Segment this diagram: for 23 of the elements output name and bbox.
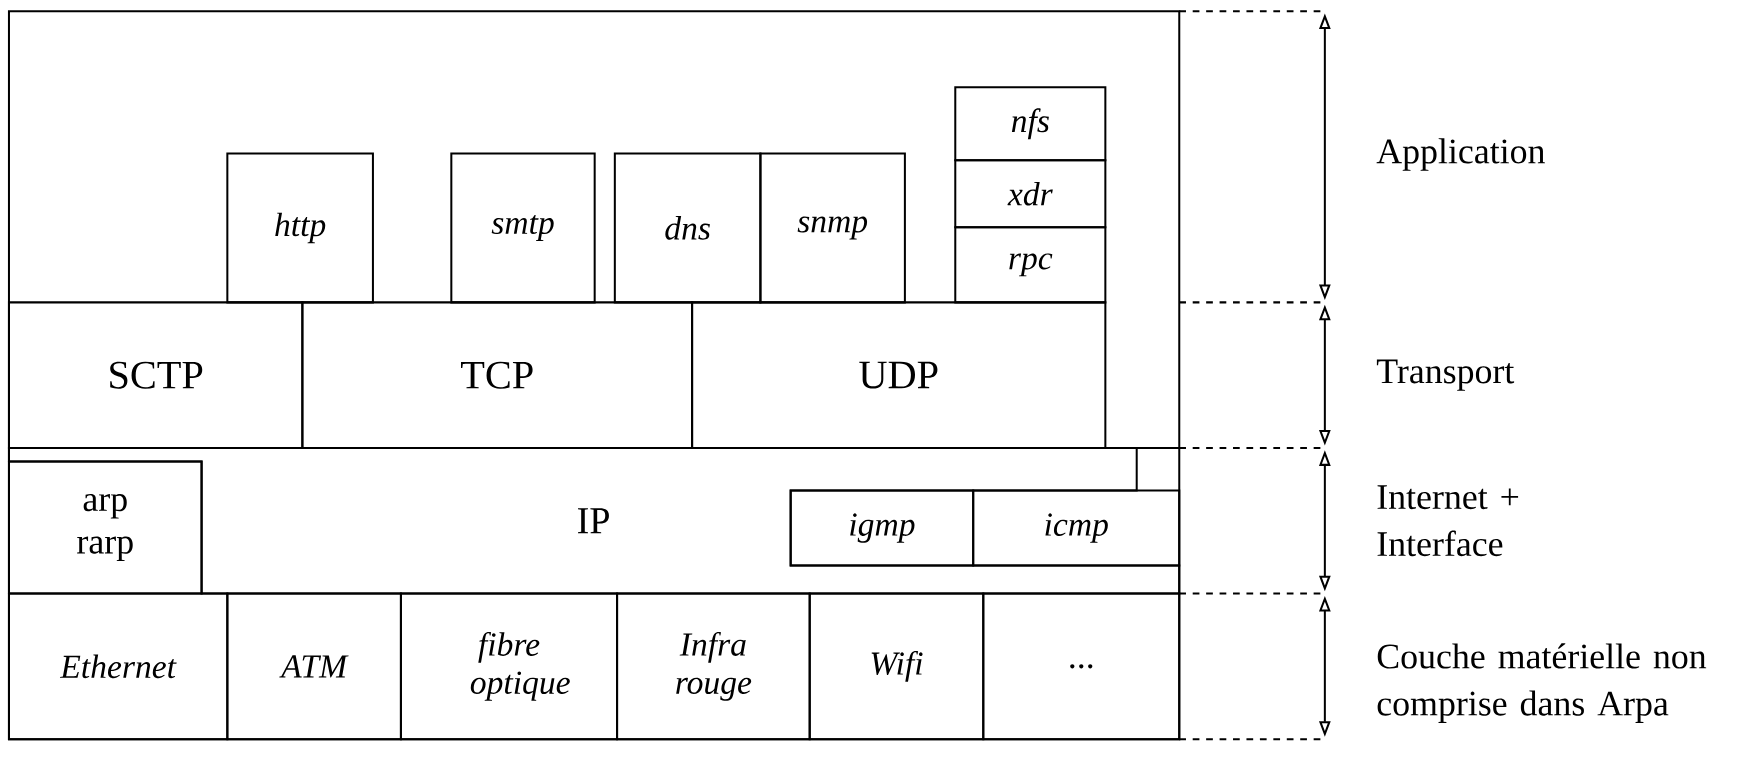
protocol-box: smtp — [450, 152, 596, 304]
protocol-box: snmp — [759, 152, 906, 304]
protocol-box: fibre optique — [399, 592, 619, 741]
protocol-box: ATM — [226, 592, 402, 741]
protocol-box: Wifi — [808, 592, 985, 741]
protocol-box: Ethernet — [7, 592, 229, 741]
protocol-box: xdr — [954, 159, 1107, 229]
protocol-box: TCP — [301, 301, 694, 449]
protocol-box: rpc — [954, 226, 1107, 304]
protocol-box: http — [226, 152, 374, 304]
protocol-box: ... — [982, 592, 1181, 741]
layer-label: Application — [1376, 138, 1545, 171]
protocol-box: UDP — [691, 301, 1107, 449]
protocol-box: arp rarp — [7, 460, 203, 595]
layer-label: Transport — [1376, 359, 1515, 391]
protocol-box: dns — [613, 152, 762, 304]
protocol-box: nfs — [954, 86, 1107, 162]
protocol-box: igmp — [789, 489, 975, 567]
protocol-box: SCTP — [7, 301, 304, 449]
protocol-box: icmp — [972, 489, 1181, 567]
layer-label: Couche matérielle non comprise dans Arpa — [1377, 643, 1707, 723]
layer-label: Internet + Interface — [1377, 485, 1519, 557]
protocol-box: Infra rouge — [616, 592, 811, 741]
